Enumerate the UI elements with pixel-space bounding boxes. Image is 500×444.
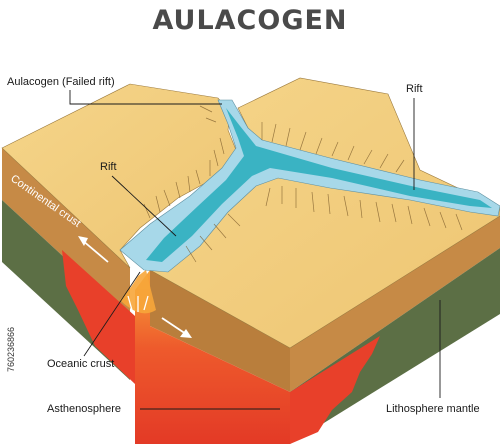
left-block-crust-side	[2, 148, 130, 318]
escarpment-hatching	[143, 105, 463, 263]
left-asthenosphere	[62, 250, 135, 384]
lithosphere-mantle-label: Lithosphere mantle	[386, 403, 480, 415]
diagram-title: AULACOGEN	[152, 5, 347, 36]
right-mantle-patch	[290, 336, 380, 444]
rift-left-label: Rift	[100, 161, 117, 173]
aulacogen-label: Aulacogen (Failed rift)	[7, 76, 115, 88]
plume-arrows	[127, 295, 149, 312]
arrow-left-head-icon	[78, 236, 88, 246]
aulacogen-leader	[69, 90, 222, 105]
crust-motion-arrows	[78, 236, 192, 338]
oceanic-crust-label: Oceanic crust	[47, 358, 114, 370]
oceanic-crust-leader	[83, 271, 141, 357]
rift-left-leader	[111, 175, 177, 237]
front-crust-side	[150, 270, 290, 392]
asthenosphere-label: Asthenosphere	[47, 403, 121, 415]
magma-plume	[120, 270, 156, 314]
front-asthenosphere	[135, 270, 290, 444]
watermark-id: 760236866	[6, 327, 16, 372]
arrow-right-head-icon	[180, 329, 192, 338]
rift-right-label: Rift	[406, 83, 423, 95]
right-block-crust-side	[290, 216, 500, 392]
